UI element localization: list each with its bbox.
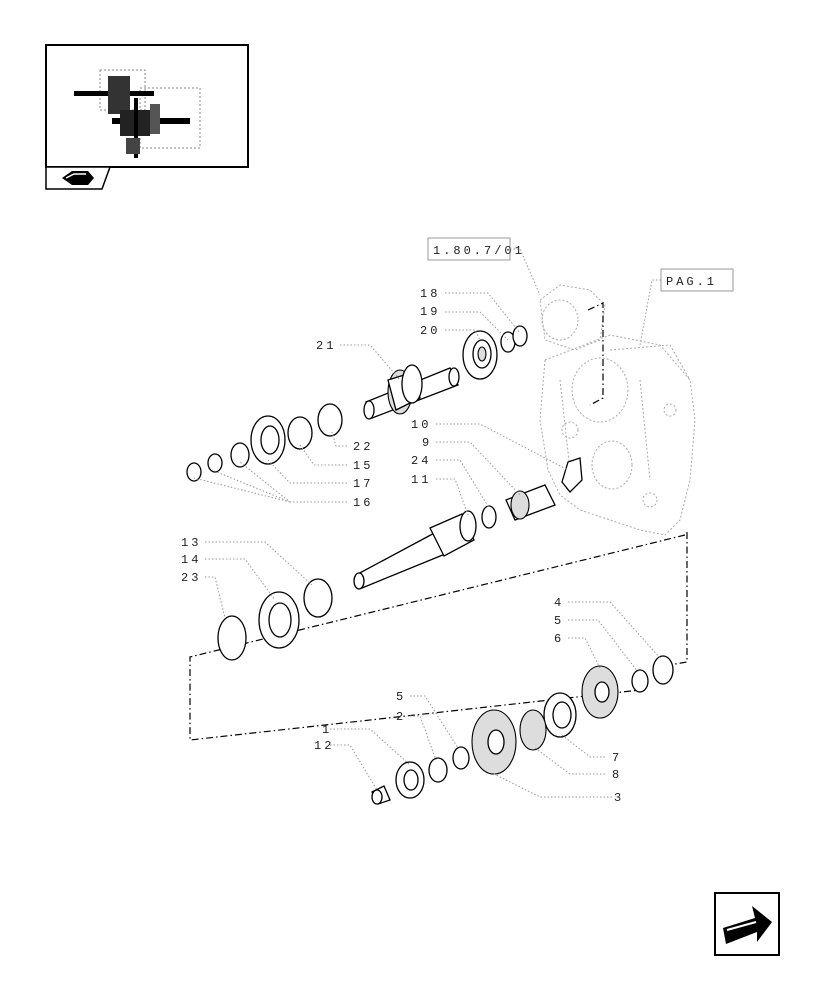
leader-lines — [193, 292, 661, 798]
callout-9: 9 — [422, 436, 432, 450]
part-shaft-11[interactable] — [353, 510, 477, 590]
part-ring-18[interactable] — [512, 325, 528, 347]
part-gear-3[interactable] — [471, 709, 517, 775]
part-ring-15[interactable] — [287, 416, 313, 450]
part-washer-5-lower[interactable] — [452, 746, 470, 770]
callout-6: 6 — [554, 632, 564, 646]
callout-7: 7 — [612, 751, 622, 765]
reference-label-1-80-7-01: 1.80.7/01 — [433, 244, 525, 258]
part-washer-5-upper[interactable] — [631, 669, 649, 693]
part-shaft-21[interactable] — [363, 364, 460, 420]
callout-5-upper: 5 — [554, 614, 564, 628]
callout-16: 16 — [353, 496, 373, 510]
callout-1: 1 — [322, 723, 332, 737]
part-cap-12[interactable] — [371, 785, 391, 805]
thumbnail-drawing — [74, 69, 201, 158]
part-washer-16[interactable] — [186, 442, 250, 482]
part-gear-8[interactable] — [519, 709, 547, 751]
reference-box-pag-1[interactable]: PAG.1 — [660, 268, 734, 292]
next-page-button[interactable] — [714, 892, 780, 956]
assembly-dash-lines — [189, 302, 688, 741]
reference-label-pag-1: PAG.1 — [666, 275, 717, 289]
callout-21: 21 — [316, 339, 336, 353]
part-ring-13[interactable] — [303, 578, 333, 618]
part-snap-ring-23[interactable] — [217, 615, 247, 661]
part-gear-6[interactable] — [581, 665, 619, 719]
gearbox-housing-outline — [539, 284, 696, 536]
callout-10: 10 — [411, 418, 431, 432]
part-clip-10[interactable] — [561, 457, 583, 493]
part-bearing-17[interactable] — [250, 415, 286, 465]
callout-5-lower: 5 — [396, 690, 406, 704]
callout-13: 13 — [181, 536, 201, 550]
callout-4: 4 — [554, 596, 564, 610]
callout-17: 17 — [353, 477, 373, 491]
part-ring-2[interactable] — [428, 757, 448, 783]
part-bearing-1[interactable] — [395, 761, 425, 799]
callout-labels: 18 19 20 21 22 15 17 16 10 9 24 11 13 14… — [181, 287, 624, 805]
callout-24: 24 — [411, 454, 431, 468]
part-ring-24[interactable] — [481, 505, 497, 529]
callout-18: 18 — [420, 287, 440, 301]
part-bearing-20[interactable] — [462, 330, 498, 380]
callout-23: 23 — [181, 571, 201, 585]
part-sleeve-7[interactable] — [543, 692, 577, 738]
part-gear-9[interactable] — [505, 484, 556, 521]
part-bearing-14[interactable] — [258, 591, 300, 649]
callout-20: 20 — [420, 324, 440, 338]
callout-8: 8 — [612, 768, 622, 782]
next-page-arrow-icon — [723, 906, 772, 944]
callout-12: 12 — [314, 739, 334, 753]
reference-box-1-80-7-01[interactable]: 1.80.7/01 — [427, 237, 525, 261]
callout-2: 2 — [396, 710, 406, 724]
callout-22: 22 — [353, 440, 373, 454]
back-arrow-icon — [62, 171, 94, 185]
callout-19: 19 — [420, 305, 440, 319]
callout-15: 15 — [353, 459, 373, 473]
callout-3: 3 — [614, 791, 624, 805]
part-ring-4[interactable] — [652, 655, 674, 685]
thumbnail-panel[interactable] — [45, 44, 249, 190]
part-snap-ring-22[interactable] — [317, 403, 343, 437]
callout-11: 11 — [411, 473, 431, 487]
callout-14: 14 — [181, 553, 201, 567]
